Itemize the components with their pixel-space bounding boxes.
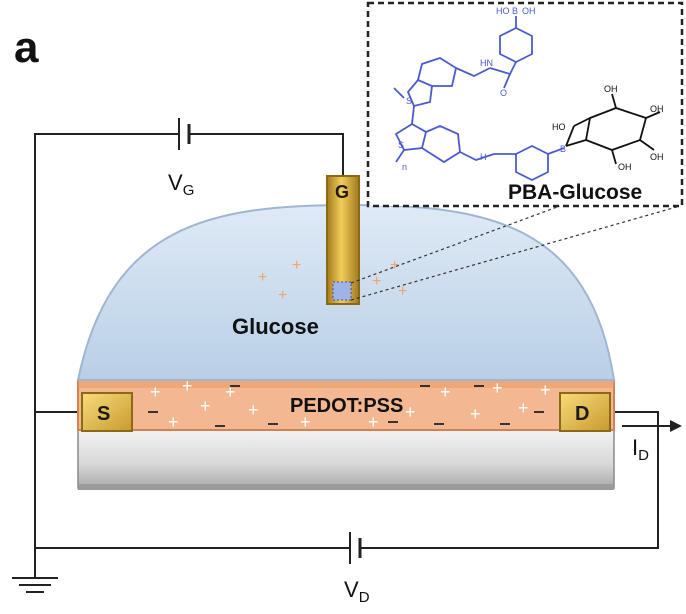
zoom-connector (350, 205, 681, 301)
oh-glucose-2: OH (650, 104, 664, 114)
pedot-pss-channel (77, 379, 615, 431)
oh-glucose-3: OH (650, 152, 664, 162)
panel-label: a (14, 23, 39, 72)
pba-glucose-inset: S S n HN H O B OH HO B HO OH OH OH OH PB… (366, 1, 684, 208)
glucose-structure (565, 93, 661, 165)
oh-glucose-4: OH (618, 162, 632, 172)
drain-electrode: D (559, 392, 611, 432)
gate-voltage-label: VG (168, 170, 194, 199)
svg-text:+: + (470, 404, 481, 424)
drain-current-label: ID (632, 435, 649, 464)
svg-text:+: + (518, 398, 529, 418)
ho-boronate: HO (552, 122, 566, 132)
electrolyte-charges: + + + + + + (258, 257, 407, 304)
svg-text:+: + (168, 412, 179, 432)
channel-charges: +++ +++ +++ +++ ++ (148, 376, 551, 432)
boron-top: B (512, 6, 518, 16)
svg-text:+: + (540, 380, 551, 400)
sulfur-2: S (398, 140, 404, 150)
svg-text:+: + (300, 412, 311, 432)
oh-top: OH (522, 6, 536, 16)
svg-text:+: + (150, 382, 161, 402)
gate-functionalized-area (332, 281, 352, 301)
svg-text:+: + (200, 396, 211, 416)
boron-bottom: B (560, 144, 566, 154)
drain-current-arrow (622, 420, 682, 432)
svg-text:+: + (258, 269, 267, 286)
inset-title: PBA-Glucose (508, 181, 642, 204)
pedot-pba-structure (393, 16, 565, 182)
ground-symbol (12, 577, 58, 593)
svg-text:+: + (278, 287, 287, 304)
svg-text:+: + (248, 400, 259, 420)
circuit-wires (34, 133, 659, 578)
drain-battery-symbol (349, 532, 362, 564)
svg-text:+: + (182, 376, 193, 396)
gate-label: G (335, 182, 349, 202)
svg-text:+: + (398, 283, 407, 300)
drain-label: D (575, 403, 589, 425)
oh-glucose-1: OH (604, 84, 618, 94)
svg-text:+: + (405, 402, 416, 422)
svg-text:+: + (390, 257, 399, 274)
repeat-index: n (402, 162, 407, 172)
substrate (77, 427, 615, 490)
channel-label: PEDOT:PSS (290, 395, 403, 417)
svg-text:+: + (372, 273, 381, 290)
ho-top: HO (496, 6, 510, 16)
amide-hn: HN (480, 58, 493, 68)
svg-text:+: + (225, 382, 236, 402)
amide-o: O (500, 88, 507, 98)
svg-text:+: + (492, 378, 503, 398)
sulfur-1: S (406, 96, 412, 106)
svg-text:+: + (440, 382, 451, 402)
electrolyte-label: Glucose (232, 314, 319, 339)
gate-battery-symbol (178, 118, 191, 150)
svg-text:+: + (292, 257, 301, 274)
amide-h: H (480, 152, 487, 162)
source-label: S (97, 403, 110, 425)
gate-electrode: G (326, 175, 360, 305)
svg-text:+: + (368, 412, 379, 432)
source-electrode: S (81, 392, 133, 432)
drain-voltage-label: VD (344, 577, 370, 606)
